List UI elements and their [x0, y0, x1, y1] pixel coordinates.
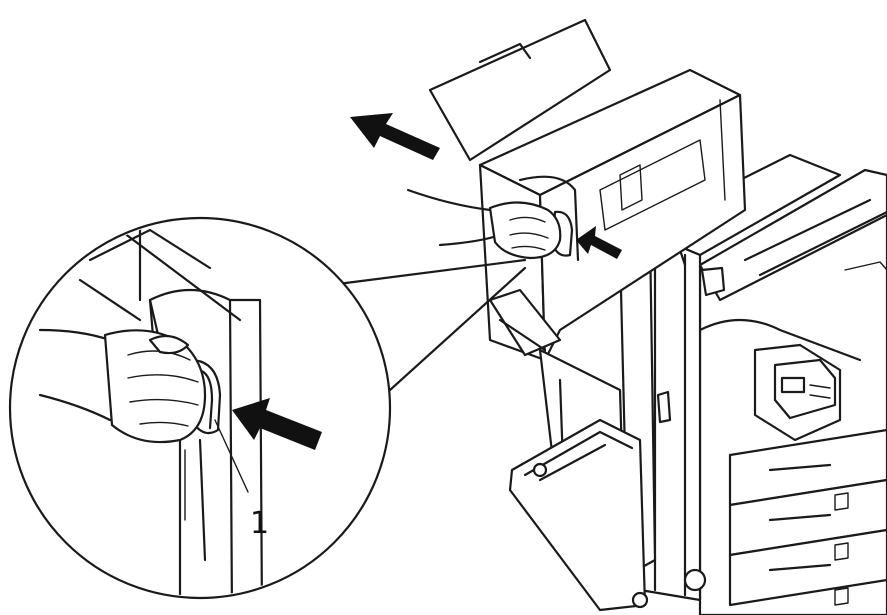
direction-arrow — [350, 113, 440, 160]
small-push-arrow — [576, 226, 622, 259]
printer — [698, 168, 887, 615]
callout-number-1: 1 — [250, 506, 269, 541]
hand-on-handle — [406, 188, 562, 260]
push-arrow — [232, 398, 322, 450]
zoom-inset: 1 — [8, 216, 527, 600]
